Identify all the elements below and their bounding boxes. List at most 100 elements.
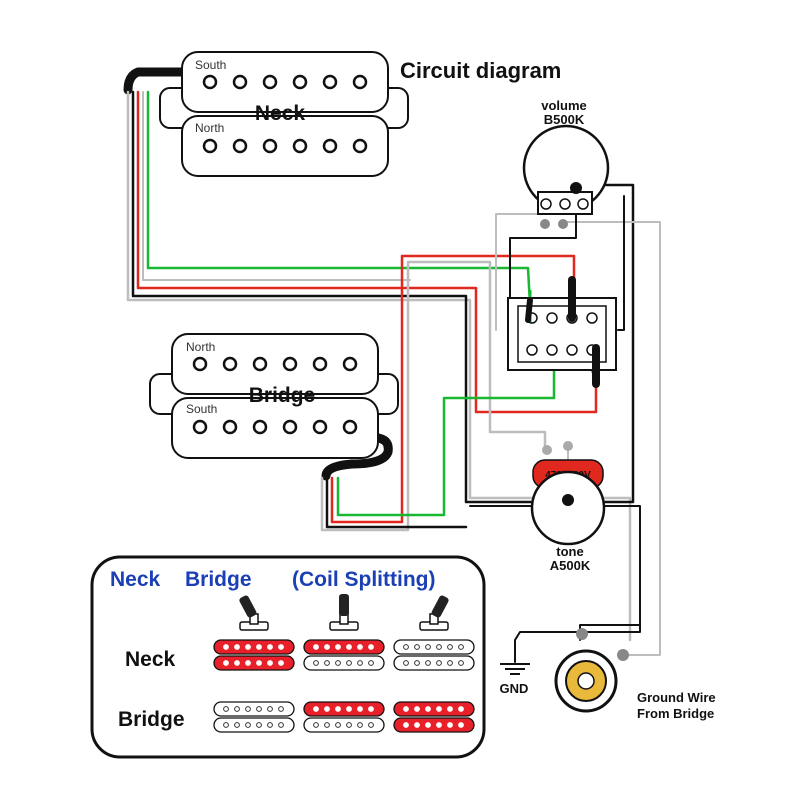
tone-value: A500K [550,558,591,573]
legend-pole [425,660,431,666]
neck-coil-top-label: South [195,58,226,72]
legend-pole [436,644,442,650]
legend-pole [447,644,453,650]
bridge-pickup: North South Bridge [149,333,399,459]
legend-pole [425,644,431,650]
volume-label: volume [541,98,587,113]
bridge-poles-bottom [192,419,358,435]
bridge-wire-black [325,476,468,529]
ground-label: GND [500,681,529,696]
legend-bridge-coil-2-2 [303,717,385,733]
legend-pole [278,660,284,666]
legend-pole [403,706,409,712]
legend-pole [223,706,229,712]
legend-pole [324,660,330,666]
legend-pole [234,644,240,650]
legend-bridge-coil-1-2 [213,717,295,733]
legend-pole [436,722,442,728]
neck-wire-green [146,90,532,307]
volume-solder-3 [570,182,582,194]
legend-pole [368,660,374,666]
legend-pole [256,660,262,666]
legend-pole [267,706,273,712]
legend-pole [458,644,464,650]
legend-pole [324,644,330,650]
switch-lug-7 [566,344,578,356]
switch-position-legend: Neck Bridge (Coil Splitting) Neck Bridge [90,555,486,759]
bridge-top-pole-5 [312,356,328,372]
volume-lug-3 [577,198,589,210]
legend-pole [245,644,251,650]
legend-pole [368,722,374,728]
legend-pole [447,660,453,666]
legend-toggle-1 [239,595,269,631]
legend-pole [425,706,431,712]
bridge-bottom-pole-4 [282,419,298,435]
legend-toggle-3 [419,595,449,631]
bridge-pickup-label: Bridge [249,384,316,407]
legend-pole [335,660,341,666]
switch-lug-4 [586,312,598,324]
legend-pole [278,644,284,650]
volume-to-tone-grey [559,221,661,656]
legend-pole [425,722,431,728]
legend-pole [403,644,409,650]
bridge-lead-black-jacket [321,433,393,481]
legend-pole [324,706,330,712]
neck-bottom-pole-3 [262,138,278,154]
bridge-coil-bottom-label: South [186,402,217,416]
legend-bridge-coil-1-1 [213,701,295,717]
legend-pole [368,706,374,712]
ground-symbol: GND [500,663,530,696]
neck-bottom-pole-4 [292,138,308,154]
legend-pole [357,660,363,666]
legend-pole [346,660,352,666]
neck-pickup-label: Neck [255,102,306,125]
legend-pole [414,644,420,650]
pickup-selector-switch [507,276,617,388]
cap-lead-right [563,441,573,451]
bridge-coil-top-label: North [186,340,215,354]
legend-pole [278,722,284,728]
jack-hole [577,672,595,690]
jack-tip-lug [576,628,588,640]
legend-pole [223,660,229,666]
volume-lug-1 [540,198,552,210]
legend-pole [245,706,251,712]
legend-pole [447,706,453,712]
bridge-bottom-pole-3 [252,419,268,435]
legend-neck-coil-2-2 [303,655,385,671]
switch-blade-black-left [525,297,533,323]
jack-sleeve-lug [617,649,629,661]
legend-pole [267,660,273,666]
legend-pole [245,722,251,728]
bridge-coil-bottom [171,397,379,459]
legend-pole [458,722,464,728]
legend-pole [335,706,341,712]
legend-pole [313,660,319,666]
legend-bridge-coil-3-2 [393,717,475,733]
bridge-top-pole-3 [252,356,268,372]
legend-pole [223,722,229,728]
neck-pickup: South North Neck [159,51,409,177]
neck-poles-bottom [202,138,368,154]
legend-toggle-2 [329,594,359,631]
diagram-title: Circuit diagram [400,58,561,83]
neck-top-pole-3 [262,74,278,90]
legend-pole [414,660,420,666]
legend-pole [245,660,251,666]
ground-wire-label-line1: Ground Wire [637,690,716,705]
legend-pole [313,722,319,728]
legend-header-neck: Neck [110,568,161,591]
legend-pole [414,722,420,728]
legend-pole [267,722,273,728]
legend-bridge-coil-2-1 [303,701,385,717]
legend-pole [357,706,363,712]
neck-top-pole-2 [232,74,248,90]
switch-lug-5 [526,344,538,356]
bridge-top-pole-2 [222,356,238,372]
legend-bridge-coil-3-1 [393,701,475,717]
legend-header-split: (Coil Splitting) [292,568,435,591]
legend-header-bridge: Bridge [185,568,252,591]
